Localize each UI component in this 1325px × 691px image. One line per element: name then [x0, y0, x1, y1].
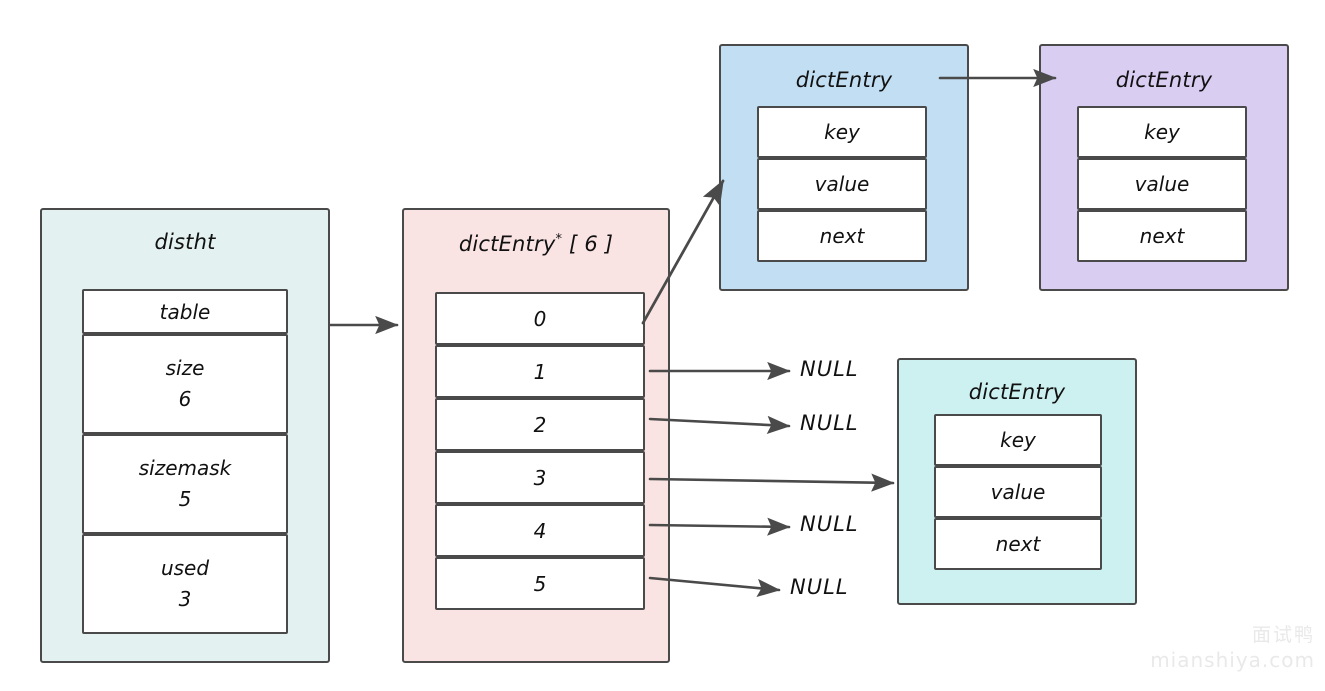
dictentry-array-title: dictEntry* [ 6 ] — [404, 232, 668, 256]
dictentry-purple-field-key: key — [1077, 106, 1247, 158]
null-label-slot-4: NULL — [800, 512, 859, 536]
array-slot-3-label: 3 — [533, 465, 547, 490]
dictentry-purple-value-label: value — [1134, 172, 1190, 196]
dictentry-blue-field-value: value — [757, 158, 927, 210]
dictht-field-sizemask-label: sizemask — [138, 456, 232, 480]
array-slot-0[interactable]: 0 — [435, 292, 645, 345]
dictentry-array-title-index: [ 6 ] — [569, 232, 614, 256]
dictentry-purple-field-next: next — [1077, 210, 1247, 262]
array-slot-5[interactable]: 5 — [435, 557, 645, 610]
arrow-slot2-to-null — [648, 415, 791, 434]
dictht-field-size-label: size — [165, 356, 205, 380]
array-slot-1[interactable]: 1 — [435, 345, 645, 398]
dictentry-blue-field-next: next — [757, 210, 927, 262]
dictentry-purple-field-value: value — [1077, 158, 1247, 210]
dictentry-purple-title: dictEntry — [1115, 68, 1213, 92]
dictentry-cyan-field-value: value — [934, 466, 1102, 518]
watermark-cn: 面试鸭 — [1251, 624, 1315, 646]
dictentry-purple-next-label: next — [1139, 224, 1185, 248]
arrow-slot4-to-null — [648, 517, 791, 536]
dictentry-array-title-name: dictEntry — [458, 232, 556, 256]
dictht-field-used-value: 3 — [178, 587, 192, 611]
dictht-field-used: used 3 — [82, 534, 288, 634]
array-slot-0-label: 0 — [533, 306, 547, 331]
array-slot-3[interactable]: 3 — [435, 451, 645, 504]
null-label-slot-5: NULL — [790, 575, 849, 599]
dictht-field-sizemask-value: 5 — [178, 487, 192, 511]
array-slot-4-label: 4 — [533, 518, 547, 543]
watermark-en: mianshiya.com — [1150, 648, 1315, 672]
dictht-field-table-label: table — [159, 299, 211, 324]
dictentry-purple-key-label: key — [1144, 120, 1180, 144]
dictentry-cyan-field-next: next — [934, 518, 1102, 570]
arrow-slot3-to-cyan-entry — [648, 473, 895, 492]
dictentry-blue-value-label: value — [814, 172, 870, 196]
dictentry-cyan-next-label: next — [995, 532, 1041, 556]
dictentry-blue-key-label: key — [824, 120, 860, 144]
array-slot-1-label: 1 — [533, 359, 547, 384]
dictentry-cyan-value-label: value — [990, 480, 1046, 504]
dictentry-blue-title: dictEntry — [795, 68, 893, 92]
array-slot-2[interactable]: 2 — [435, 398, 645, 451]
array-slot-5-label: 5 — [533, 571, 547, 596]
null-label-slot-1: NULL — [800, 357, 859, 381]
dictht-field-used-label: used — [160, 556, 210, 580]
array-slot-2-label: 2 — [533, 412, 547, 437]
dictht-field-table: table — [82, 289, 288, 334]
dictentry-blue-field-key: key — [757, 106, 927, 158]
array-slot-4[interactable]: 4 — [435, 504, 645, 557]
dictht-title: distht — [154, 230, 216, 254]
dictentry-array-title-star: * — [555, 232, 563, 247]
dictentry-cyan-field-key: key — [934, 414, 1102, 466]
dictentry-cyan-key-label: key — [1000, 428, 1036, 452]
null-label-slot-2: NULL — [800, 411, 859, 435]
dictht-field-size: size 6 — [82, 334, 288, 434]
dictht-field-size-value: 6 — [178, 387, 192, 411]
dictentry-cyan-title: dictEntry — [968, 380, 1066, 404]
dictht-field-sizemask: sizemask 5 — [82, 434, 288, 534]
dictentry-blue-next-label: next — [819, 224, 865, 248]
